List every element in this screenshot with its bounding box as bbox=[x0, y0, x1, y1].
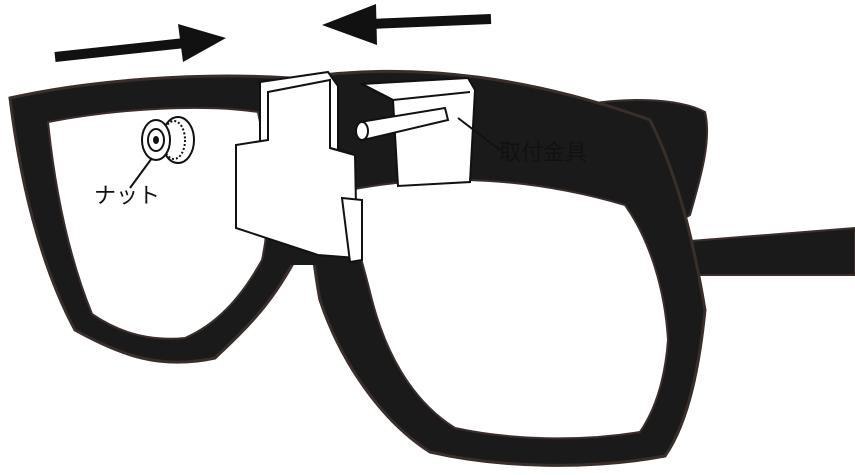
nut-label: ナット bbox=[94, 186, 160, 208]
arrow-pointing-right-icon bbox=[55, 24, 226, 62]
knurled-nut bbox=[142, 117, 194, 163]
bracket-label: 取付金具 bbox=[499, 143, 587, 165]
arrow-pointing-left-icon bbox=[322, 4, 491, 45]
